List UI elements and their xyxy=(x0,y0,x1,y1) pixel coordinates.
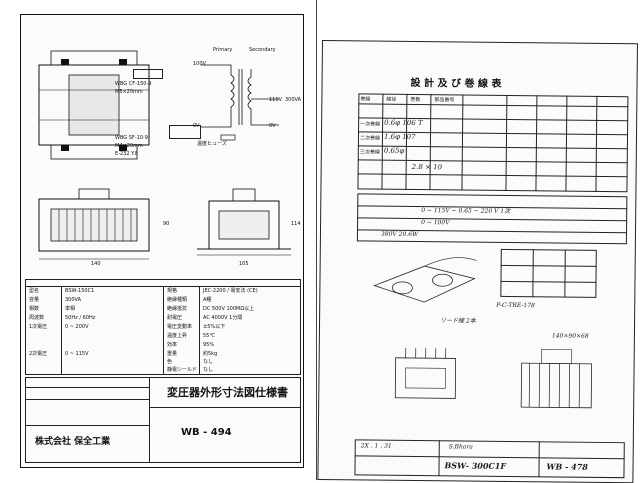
hw-r3: 0.65φ xyxy=(384,148,405,154)
transformer-front-view xyxy=(33,187,163,267)
page-separator xyxy=(316,0,317,480)
spec-row-9-key2: 静電シールド xyxy=(167,367,197,373)
hw-note-a: P-C-TRE-178 xyxy=(496,303,535,309)
hw-note-b: リード線 2本 xyxy=(440,318,476,324)
drawing-sheet-left: WBG CF-150-9 M5×20mm WBG SF-10-9 M4×20mm… xyxy=(20,14,304,468)
spec-row-7-key2: 重量 xyxy=(167,351,177,357)
v100-label: 100V xyxy=(193,61,206,67)
dim-114: 114 xyxy=(291,221,301,227)
spec-row-1-key2: 絶縁種類 xyxy=(167,297,187,303)
plate-bot-1: WBG SF-10-9 xyxy=(115,135,148,141)
header-1: 線径 xyxy=(386,97,396,103)
company-name: 株式会社 保全工業 xyxy=(35,437,110,447)
hw-bottom-name: S.Bhara xyxy=(449,444,473,450)
fuse-label: 温度ヒューズ xyxy=(197,141,227,147)
va300-label: 300VA xyxy=(285,97,301,103)
spec-row-4-key2: 電圧変動率 xyxy=(167,324,192,330)
drawing-title: 変圧器外形寸法図仕様書 xyxy=(167,387,288,399)
spec-row-0-val: BSW-150C1 xyxy=(65,288,94,294)
spec-row-1-val2: A種 xyxy=(203,297,211,303)
header-0: 巻線 xyxy=(360,96,370,102)
header-2: 巻数 xyxy=(410,97,420,103)
hw-test3: 380V 20.6W xyxy=(381,232,418,238)
nameplate-top xyxy=(133,69,163,79)
hw-core: 2.8 × 10 xyxy=(412,164,442,170)
hw-note-c: 140×90×68 xyxy=(552,333,589,339)
spec-row-4-val: 0 ~ 200V xyxy=(65,324,89,330)
spec-row-8-val2: なし xyxy=(203,359,213,365)
hw-test2: 0 ~ 100V xyxy=(421,220,450,226)
secondary-label: Secondary xyxy=(249,47,275,53)
spec-row-5-key2: 温度上昇 xyxy=(167,333,187,339)
coil-sketch xyxy=(364,245,485,316)
spec-row-3-val: 50Hz / 60Hz xyxy=(65,315,95,321)
spec-row-7-key: 2次電圧 xyxy=(29,351,47,357)
spec-row-2-val: 単相 xyxy=(65,306,75,312)
spec-row-3-key2: 耐電圧 xyxy=(167,315,182,321)
header-3: 部品番号 xyxy=(434,97,454,103)
spec-row-2-val2: DC 500V 100MΩ以上 xyxy=(203,306,254,312)
hw-bottom-no: WB - 478 xyxy=(547,463,588,469)
spec-row-5-val2: 55℃ xyxy=(203,333,215,339)
spec-row-9-val2: なし xyxy=(203,367,213,373)
row-label-0: 一次巻線 xyxy=(360,121,380,127)
v0b-label: 0V xyxy=(269,123,276,129)
drawing-number: WB - 494 xyxy=(181,427,232,438)
terminal-grid xyxy=(500,249,596,298)
spec-row-1-val: 300VA xyxy=(65,297,81,303)
hw-r1: 0.6φ 106 T xyxy=(384,120,423,126)
spec-row-6-key2: 効率 xyxy=(167,342,177,348)
drawing-sheet-right: 設 計 及 び 巻 線 表 巻線 線径 巻数 部品番号 一次巻線 二次巻線 三次… xyxy=(317,40,638,483)
bobbin-sketch-left xyxy=(389,338,470,409)
spec-row-0-key: 型名 xyxy=(29,288,39,294)
winding-table-title: 設 計 及 び 巻 線 表 xyxy=(410,78,501,90)
spec-row-1-key: 容量 xyxy=(29,297,39,303)
hw-test1: 0 ~ 115V ~ 0.65 ~ 220 V 1次 xyxy=(421,208,510,215)
spec-row-3-key: 周波数 xyxy=(29,315,44,321)
transformer-side-view xyxy=(189,185,299,265)
hw-r2: 1.6φ 107 xyxy=(384,134,416,140)
spec-row-7-val2: 約5kg xyxy=(203,351,217,357)
row-label-1: 二次巻線 xyxy=(360,135,380,141)
row-label-2: 三次巻線 xyxy=(360,149,380,155)
spec-row-0-val2: JEC-2200 / 電安法 (CE) xyxy=(203,288,258,294)
dim-140: 140 xyxy=(91,261,101,267)
dim-105: 105 xyxy=(239,261,249,267)
winding-table xyxy=(357,93,628,192)
bobbin-sketch-right xyxy=(515,343,606,424)
spec-row-2-key: 相数 xyxy=(29,306,39,312)
spec-row-8-key2: 色 xyxy=(167,359,172,365)
primary-label: Primary xyxy=(213,47,232,53)
spec-row-6-val2: 95% xyxy=(203,342,214,348)
spec-row-4-key: 1次電圧 xyxy=(29,324,47,330)
plate-bot-2: M4×20mm xyxy=(115,143,143,149)
bottom-title-block xyxy=(354,439,624,478)
plate-bot-3: E-232 Y.8 xyxy=(115,151,138,157)
spec-row-7-val: 0 ~ 115V xyxy=(65,351,89,357)
spec-row-3-val2: AC 4000V 1分間 xyxy=(203,315,242,321)
plate-top-1: WBG CF-150-9 xyxy=(115,81,151,87)
dim-90: 90 xyxy=(163,221,169,227)
spec-row-0-key2: 規格 xyxy=(167,288,177,294)
v115-label: 115V xyxy=(269,97,282,103)
hw-bottom-date: 2X . 1 . 31 xyxy=(361,443,392,449)
v0-label: 0V xyxy=(193,123,200,129)
spec-row-2-key2: 絶縁抵抗 xyxy=(167,306,187,312)
spec-row-4-val2: ±5%以下 xyxy=(203,324,225,330)
hw-bottom-model: BSW- 300C1F xyxy=(445,462,507,469)
plate-top-2: M5×20mm xyxy=(115,89,143,95)
